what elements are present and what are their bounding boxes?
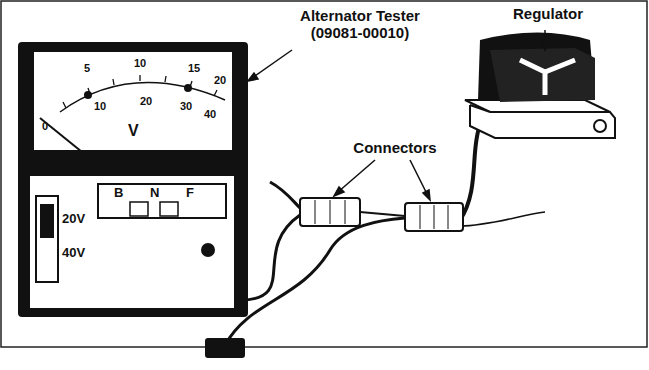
regulator bbox=[465, 33, 615, 139]
scale-number: 10 bbox=[134, 57, 146, 69]
frame bbox=[1, 1, 647, 347]
scale-number: 40 bbox=[204, 108, 216, 120]
scale-number: 5 bbox=[84, 62, 90, 74]
panel-marking: N bbox=[150, 186, 159, 200]
scale-number: 20 bbox=[214, 74, 226, 86]
scale-number: 30 bbox=[180, 100, 192, 112]
scale-arc bbox=[60, 83, 225, 112]
part-label: Connectors bbox=[350, 140, 440, 157]
scale-number: 0 bbox=[42, 120, 48, 132]
leader-arrow bbox=[248, 30, 549, 200]
range-switch bbox=[36, 196, 58, 282]
part-label: Regulator bbox=[508, 6, 588, 23]
plug bbox=[205, 338, 245, 358]
scale-dot bbox=[84, 91, 92, 99]
meter-face bbox=[34, 52, 232, 170]
scale-number: 20 bbox=[140, 95, 152, 107]
terminal bbox=[160, 202, 178, 216]
push-button bbox=[201, 243, 215, 257]
scale-number: 15 bbox=[188, 62, 200, 74]
panel-marking: 20V bbox=[62, 212, 85, 226]
control-panel bbox=[30, 176, 234, 308]
wire bbox=[360, 212, 405, 216]
wire bbox=[270, 182, 300, 208]
terminal bbox=[130, 202, 148, 216]
needle bbox=[40, 118, 82, 152]
wire bbox=[460, 212, 545, 226]
panel-marking: B bbox=[114, 186, 123, 200]
terminal-frame bbox=[98, 184, 226, 218]
scale-number: 10 bbox=[94, 100, 106, 112]
panel-marking: F bbox=[186, 186, 194, 200]
switch-knob bbox=[40, 204, 54, 238]
meter-base bbox=[34, 150, 232, 170]
panel-marking: 40V bbox=[62, 246, 85, 260]
connector bbox=[405, 203, 463, 231]
tester-body bbox=[18, 42, 248, 317]
connector bbox=[300, 198, 360, 226]
panel-marking: V bbox=[128, 122, 139, 140]
scale-ticks bbox=[63, 75, 217, 108]
part-label: Alternator Tester (09081-00010) bbox=[290, 8, 430, 41]
cable bbox=[240, 215, 300, 300]
scale-dot bbox=[184, 84, 192, 92]
cable bbox=[225, 218, 405, 345]
